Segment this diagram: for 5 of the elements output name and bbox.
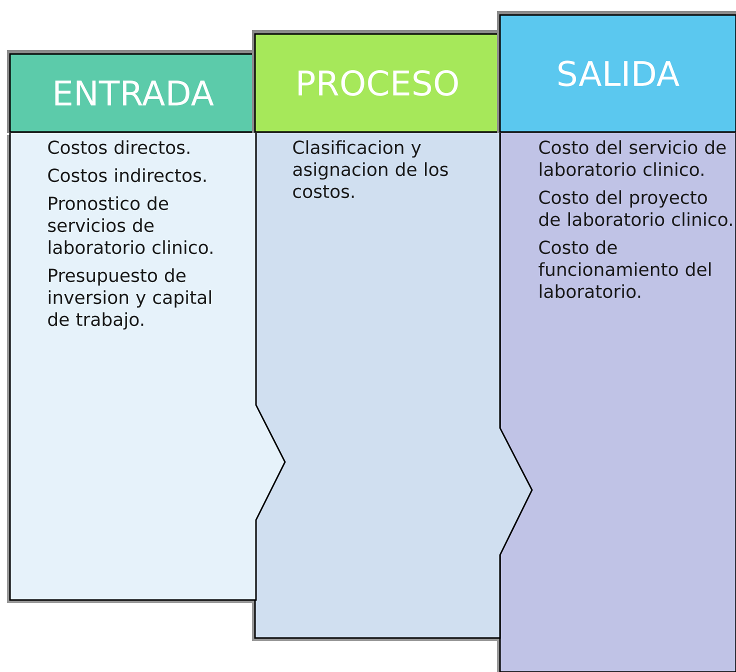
text-panel: Costos directos. Costos indirectos. Pronostico de servicios de laboratorio clinico. Presupuesto de inversion y capital de trabajo. — [7, 131, 286, 603]
text-panel: Costo del servicio de laboratorio clinico. Costo del proyecto de laboratorio clinico. Costo de funcionamiento del laboratorio. — [497, 131, 736, 672]
header-box: ENTRADA — [7, 50, 258, 133]
header-box: PROCESO — [252, 30, 502, 133]
header-box: SALIDA — [497, 11, 736, 133]
